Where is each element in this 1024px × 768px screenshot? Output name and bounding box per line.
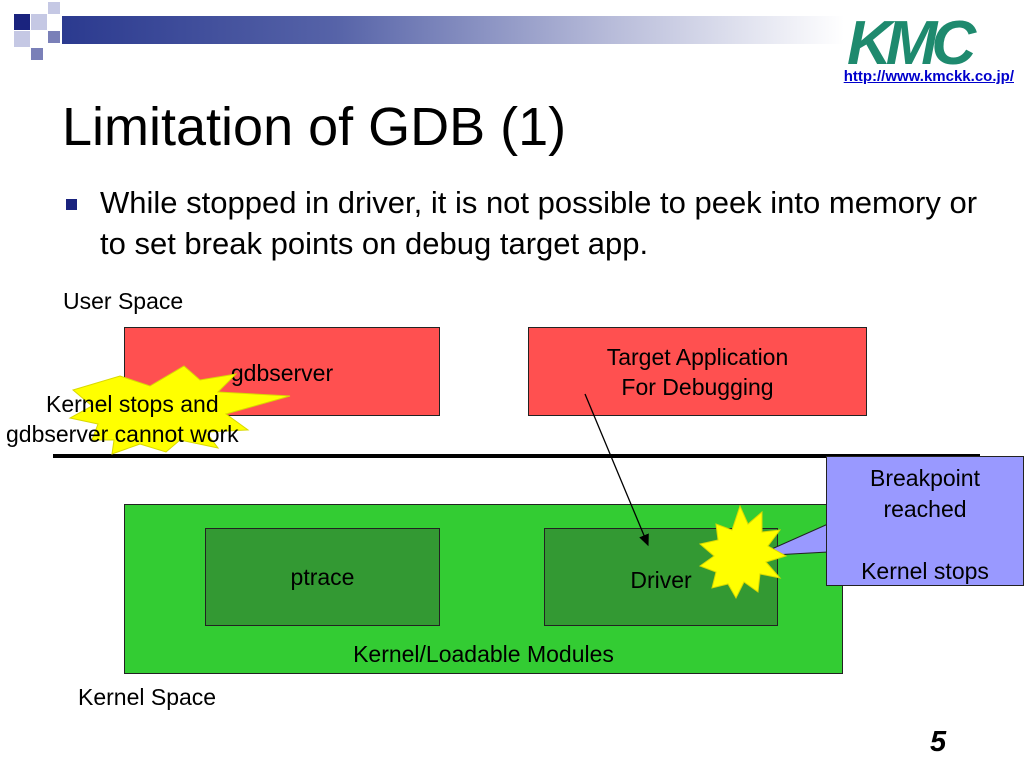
callout-line1: Breakpoint bbox=[870, 465, 980, 491]
company-url-link[interactable]: http://www.kmckk.co.jp/ bbox=[843, 68, 1014, 85]
target-app-line2: For Debugging bbox=[621, 374, 774, 400]
kernel-stops-line2: gdbserver cannot work bbox=[6, 421, 239, 447]
slide-title: Limitation of GDB (1) bbox=[62, 97, 567, 157]
bullet-square-icon bbox=[66, 199, 77, 210]
ptrace-label: ptrace bbox=[290, 564, 355, 590]
callout-line2: reached bbox=[883, 496, 967, 522]
driver-label: Driver bbox=[630, 567, 692, 593]
kernel-modules-label: Kernel/Loadable Modules bbox=[353, 641, 614, 667]
explosion-burst-left-icon bbox=[68, 365, 291, 455]
target-application-box: Target Application For Debugging bbox=[528, 327, 867, 416]
callout-line3: Kernel stops bbox=[861, 558, 989, 584]
space-divider-line bbox=[53, 454, 980, 458]
logo-text: KMC bbox=[847, 9, 977, 72]
kernel-stops-line1: Kernel stops and bbox=[46, 391, 219, 417]
kmc-logo: KMC bbox=[845, 8, 1005, 78]
gdbserver-label: gdbserver bbox=[230, 360, 334, 386]
kernel-space-label: Kernel Space bbox=[78, 684, 217, 710]
explosion-burst-right-icon bbox=[698, 504, 788, 600]
user-space-label: User Space bbox=[63, 288, 184, 314]
page-number: 5 bbox=[930, 726, 947, 758]
bullet-text: While stopped in driver, it is not possi… bbox=[100, 185, 978, 261]
target-app-line1: Target Application bbox=[606, 344, 789, 370]
ptrace-box: ptrace bbox=[205, 528, 440, 626]
app-to-driver-arrow bbox=[584, 393, 649, 547]
breakpoint-callout: Breakpoint reached Kernel stops bbox=[826, 456, 1024, 586]
